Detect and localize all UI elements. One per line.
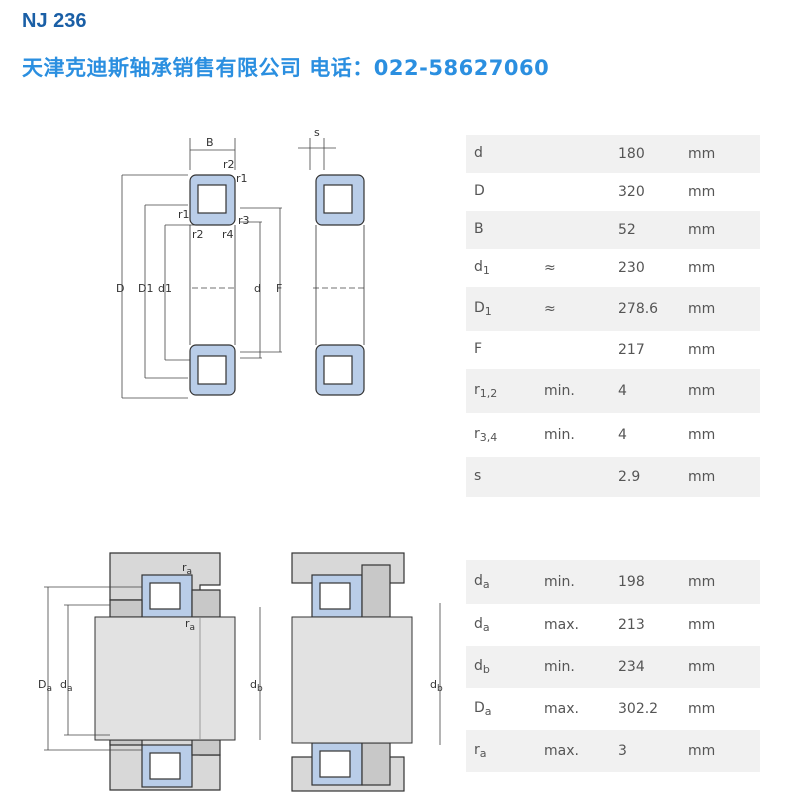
dimension-unit: mm xyxy=(688,222,716,238)
label-r1-top: r1 xyxy=(236,172,248,185)
dimension-unit: mm xyxy=(688,743,716,759)
dimension-value: 217 xyxy=(618,342,645,358)
label-db-right: db xyxy=(430,678,443,694)
label-da: da xyxy=(60,678,73,694)
dimension-value: 3 xyxy=(618,743,627,759)
dimension-value: 198 xyxy=(618,574,645,590)
dimension-value: 52 xyxy=(618,222,636,238)
dimension-row: D1 ≈278.6 mm xyxy=(466,287,760,331)
label-d: d xyxy=(254,282,261,295)
dimension-qualifier: min. xyxy=(544,659,575,675)
dimension-value: 234 xyxy=(618,659,645,675)
dimension-row: ra max. 3 mm xyxy=(466,730,760,772)
dimension-symbol: da xyxy=(474,616,490,634)
dimension-value: 180 xyxy=(618,146,645,162)
dimension-row: da min. 198 mm xyxy=(466,560,760,604)
label-r3: r3 xyxy=(238,214,250,227)
dimension-symbol: D1 xyxy=(474,300,492,318)
label-ra-mid: ra xyxy=(185,617,195,633)
dimension-qualifier: max. xyxy=(544,743,579,759)
dimension-unit: mm xyxy=(688,383,716,399)
dimension-unit: mm xyxy=(688,184,716,200)
dimension-unit: mm xyxy=(688,260,716,276)
label-s: s xyxy=(314,126,320,139)
label-D1: D1 xyxy=(138,282,153,295)
dimension-value: 4 xyxy=(618,383,627,399)
dimension-subscript: 1 xyxy=(482,264,490,277)
dimension-qualifier: ≈ xyxy=(544,260,556,276)
dimension-subscript: a xyxy=(482,621,490,634)
dimension-symbol: B xyxy=(474,221,484,237)
dimension-qualifier: min. xyxy=(544,427,575,443)
dimension-symbol: d1 xyxy=(474,259,490,277)
dimension-unit: mm xyxy=(688,301,716,317)
product-title: NJ 236 xyxy=(22,10,87,32)
dimension-qualifier: min. xyxy=(544,574,575,590)
dimension-row: Da max. 302.2 mm xyxy=(466,688,760,730)
dimension-row: r1,2 min. 4 mm xyxy=(466,369,760,413)
dimension-symbol: s xyxy=(474,468,482,484)
dimension-symbol: F xyxy=(474,341,483,357)
dimension-subscript: b xyxy=(482,663,490,676)
label-Da: Da xyxy=(38,678,52,694)
label-r4: r4 xyxy=(222,228,234,241)
dimension-value: 230 xyxy=(618,260,645,276)
dimension-qualifier: max. xyxy=(544,617,579,633)
dimension-symbol: Da xyxy=(474,700,492,718)
dimension-unit: mm xyxy=(688,574,716,590)
abutment-drawing: ra ra Da da db db xyxy=(38,552,443,792)
dimension-symbol: db xyxy=(474,658,490,676)
dimension-subscript: a xyxy=(482,578,490,591)
dimension-symbol: ra xyxy=(474,742,487,760)
dimension-symbol: d xyxy=(474,145,483,161)
dimension-subscript: a xyxy=(484,705,492,718)
dimension-value: 320 xyxy=(618,184,645,200)
dimension-subscript: 3,4 xyxy=(479,431,498,444)
dimension-row: d1 ≈230 mm xyxy=(466,249,760,287)
dimension-unit: mm xyxy=(688,617,716,633)
dimension-qualifier: max. xyxy=(544,701,579,717)
label-r1-inner: r1 xyxy=(178,208,190,221)
label-ra-top: ra xyxy=(182,561,192,577)
dimension-unit: mm xyxy=(688,659,716,675)
dimension-unit: mm xyxy=(688,146,716,162)
label-B: B xyxy=(206,136,214,149)
label-D: D xyxy=(116,282,124,295)
dimension-symbol: D xyxy=(474,183,485,199)
dimension-row: D 320 mm xyxy=(466,173,760,211)
dimension-symbol: da xyxy=(474,573,490,591)
dimension-row: db min. 234 mm xyxy=(466,646,760,688)
dimension-row: d 180 mm xyxy=(466,135,760,173)
label-r2-top: r2 xyxy=(223,158,235,171)
dimension-value: 213 xyxy=(618,617,645,633)
label-db-left: db xyxy=(250,678,263,694)
label-F: F xyxy=(276,282,282,295)
dimension-qualifier: ≈ xyxy=(544,301,556,317)
dimension-value: 302.2 xyxy=(618,701,659,717)
bearing-dimension-drawing: B r2 r1 r1 r2 r3 r4 D D1 d1 d F s xyxy=(116,126,365,399)
dimension-subscript: 1,2 xyxy=(479,387,498,400)
dimension-row: F 217 mm xyxy=(466,331,760,369)
dimension-row: da max. 213 mm xyxy=(466,604,760,646)
dimension-symbol: r3,4 xyxy=(474,426,498,444)
dimension-unit: mm xyxy=(688,427,716,443)
company-contact: 天津克迪斯轴承销售有限公司 电话：022-58627060 xyxy=(22,56,550,80)
dimension-value: 278.6 xyxy=(618,301,659,317)
dimension-unit: mm xyxy=(688,342,716,358)
dimension-unit: mm xyxy=(688,701,716,717)
label-r2-inner: r2 xyxy=(192,228,204,241)
label-d1: d1 xyxy=(158,282,172,295)
dimension-unit: mm xyxy=(688,469,716,485)
dimension-subscript: a xyxy=(479,747,487,760)
dimension-row: B 52 mm xyxy=(466,211,760,249)
dimension-value: 2.9 xyxy=(618,469,641,485)
dimension-qualifier: min. xyxy=(544,383,575,399)
dimension-subscript: 1 xyxy=(484,305,492,318)
dimension-row: s 2.9 mm xyxy=(466,457,760,497)
dimension-value: 4 xyxy=(618,427,627,443)
dimension-symbol: r1,2 xyxy=(474,382,498,400)
dimension-row: r3,4 min. 4 mm xyxy=(466,413,760,457)
